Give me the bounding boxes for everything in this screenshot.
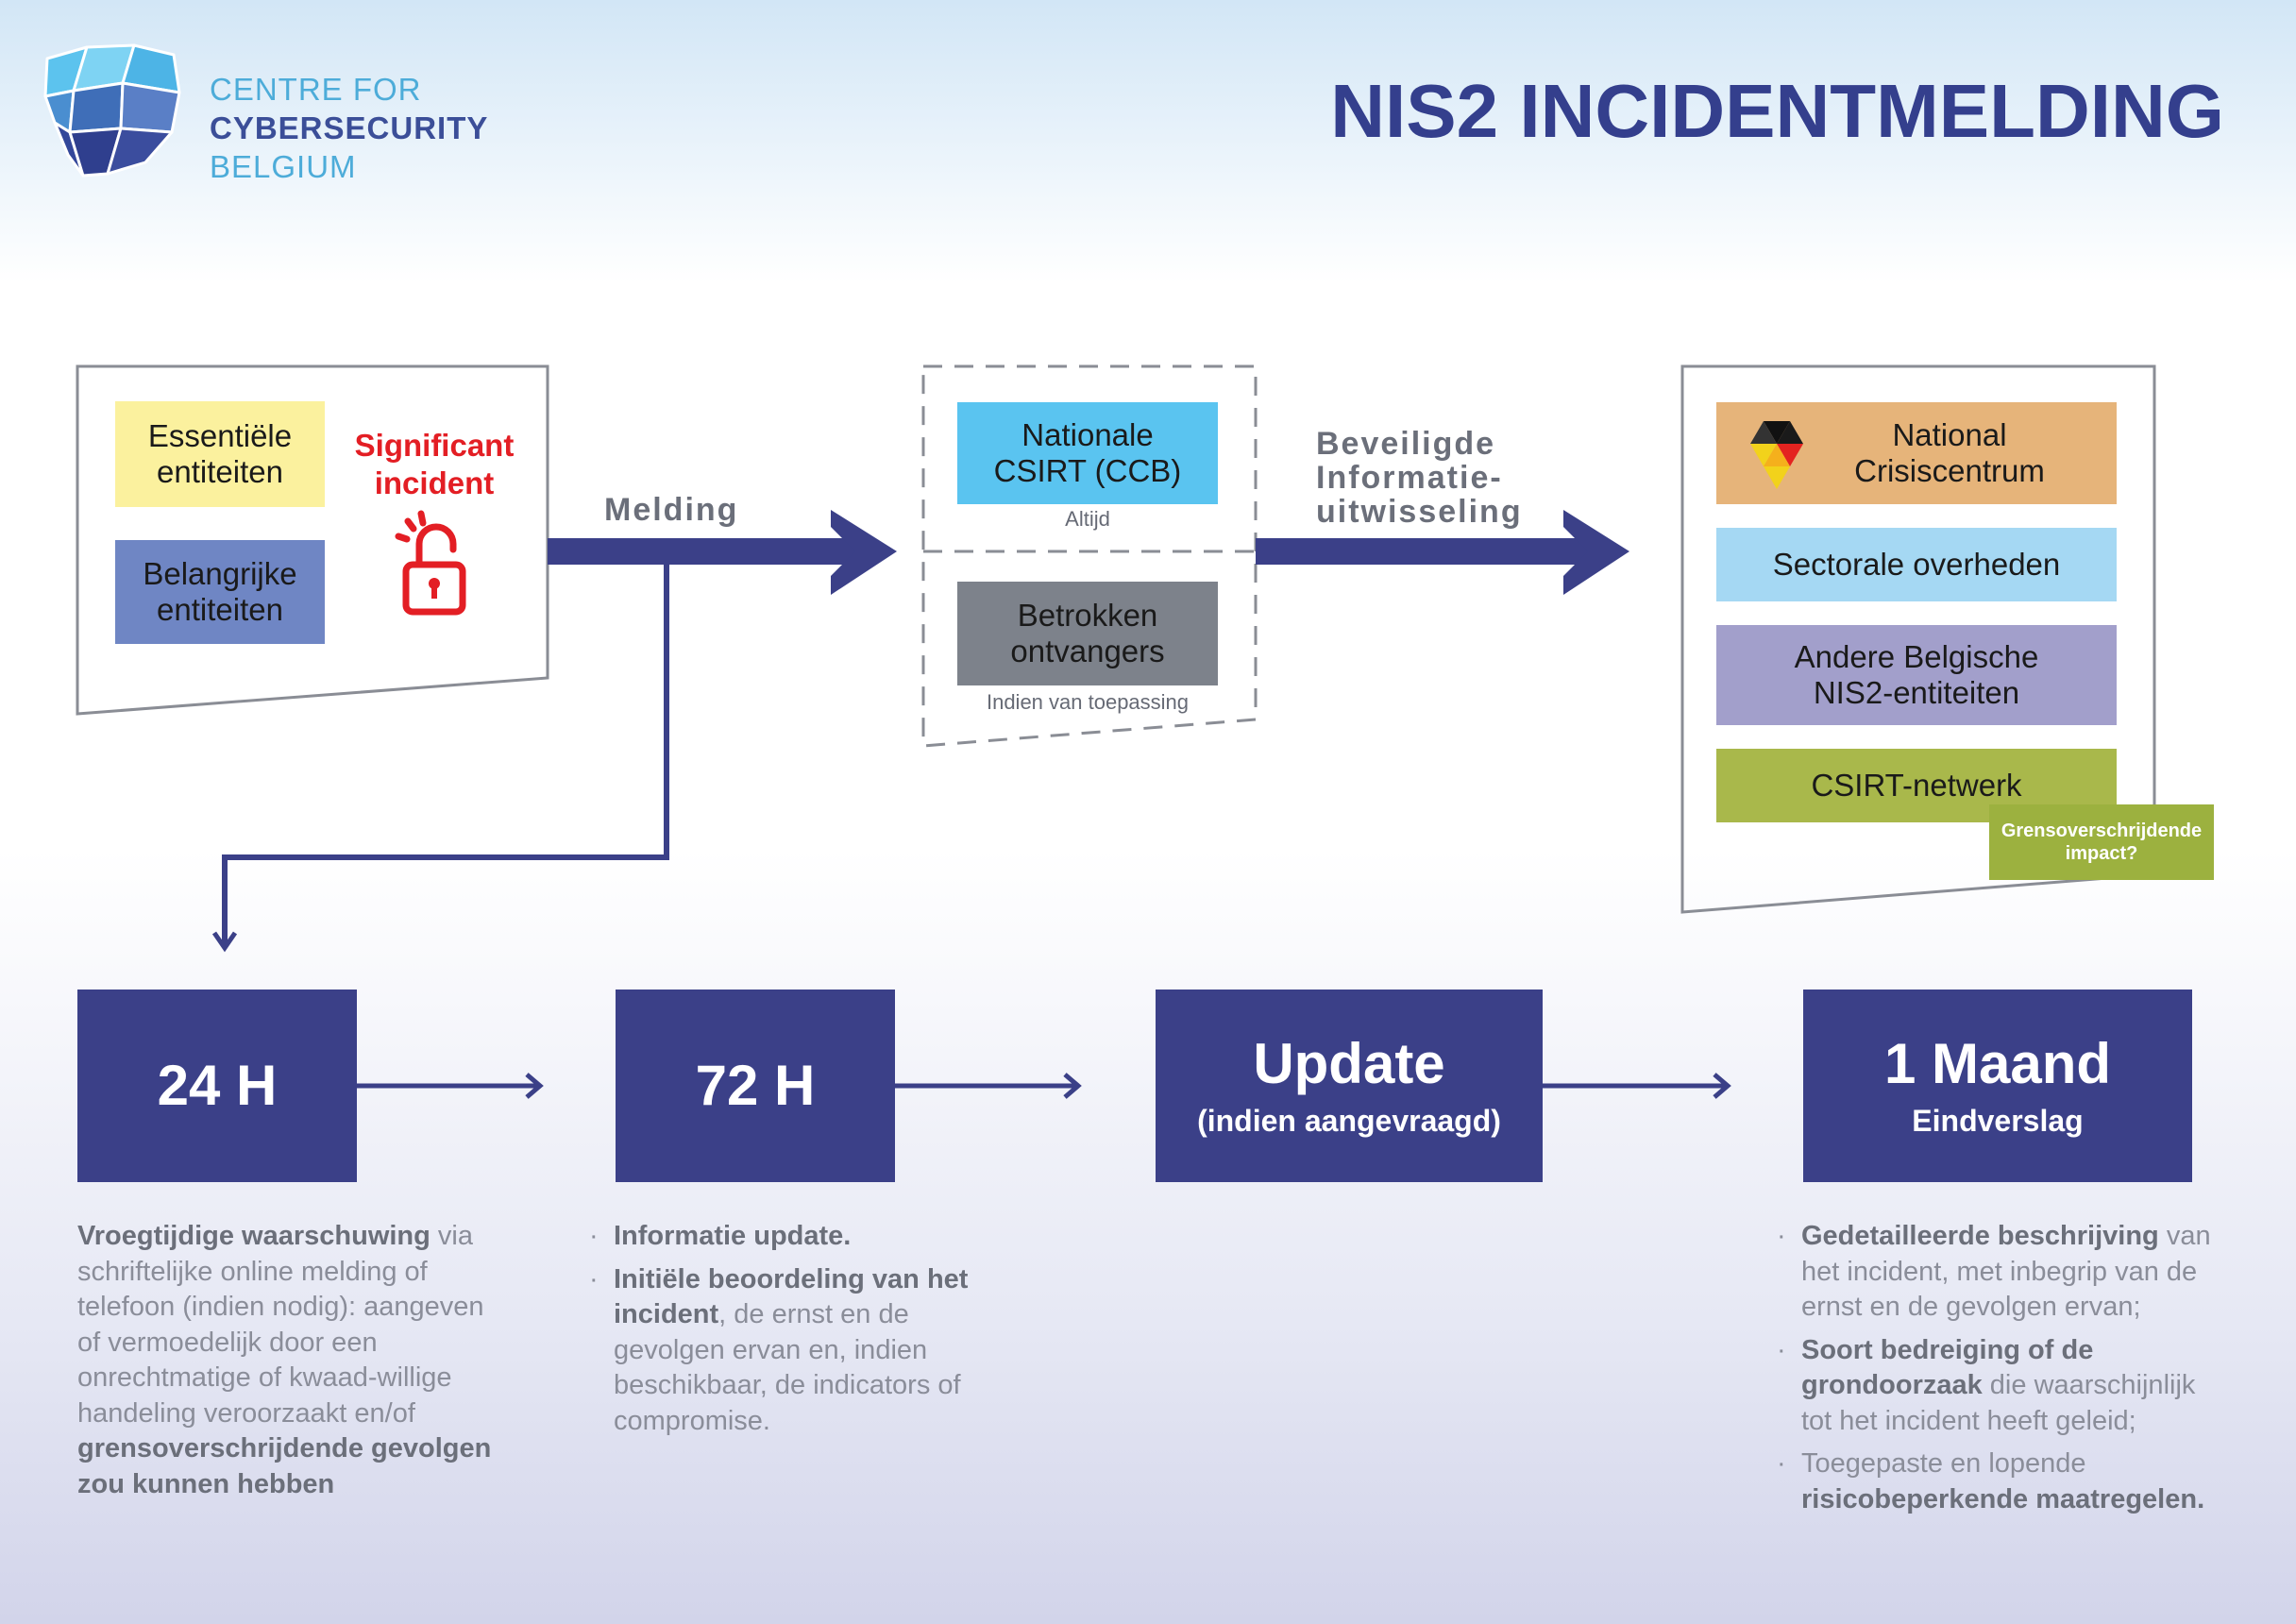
unlocked-padlock-icon	[395, 510, 466, 616]
list-item: ·Soort bedreiging of de grondoorzaak die…	[1777, 1334, 2196, 1436]
crisis-centre-box: National Crisiscentrum	[1716, 402, 2117, 504]
national-csirt-box: Nationale CSIRT (CCB)	[957, 402, 1218, 504]
desc-24h-bold-2: grensoverschrijdende gevolgen zou kunnen…	[77, 1433, 492, 1499]
belgian-flag-triangles-icon	[1750, 421, 1803, 489]
melding-arrow-head	[831, 510, 897, 595]
desc-24h-text: via schriftelijke online melding of tele…	[77, 1221, 484, 1429]
desc-month-item-1-text: van het incident, met inbegrip van de er…	[1801, 1221, 2211, 1322]
timeline-month-subtitle: Eindverslag	[1912, 1104, 2084, 1138]
list-item: ·Gedetailleerde beschrijving van het inc…	[1777, 1221, 2211, 1322]
exchange-label-line-1: Beveiligde	[1316, 426, 1496, 462]
csirt-note: Altijd	[1065, 507, 1110, 531]
desc-month: ·Gedetailleerde beschrijving van het inc…	[1777, 1219, 2220, 1525]
sectoral-authorities-box: Sectorale overheden	[1716, 528, 2117, 601]
important-entities-box: Belangrijke entiteiten	[115, 540, 325, 644]
sender-frame	[76, 364, 549, 716]
melding-label: Melding	[604, 492, 739, 528]
involved-note: Indien van toepassing	[986, 690, 1190, 714]
timeline-update-subtitle: (indien aangevraagd)	[1197, 1104, 1501, 1138]
timeline-box-update: Update (indien aangevraagd)	[1156, 990, 1543, 1182]
essential-entities-box: Essentiële entiteiten	[115, 401, 325, 507]
desc-72h: ·Informatie update. ·Initiële beoordelin…	[589, 1219, 995, 1446]
csirt-network-label: CSIRT-netwerk	[1811, 768, 2022, 803]
list-item: ·Initiële beoordeling van het incident, …	[589, 1263, 969, 1436]
desc-72h-item-2-bold: Initiële beoordeling van het incident	[614, 1263, 969, 1330]
crisis-centre-label: National Crisiscentrum	[1854, 417, 2045, 488]
sectoral-authorities-label: Sectorale overheden	[1772, 547, 2061, 582]
timeline-update-title: Update	[1253, 1032, 1445, 1095]
timeline-box-month: 1 Maand Eindverslag	[1803, 990, 2192, 1182]
timeline-month-title: 1 Maand	[1883, 1032, 2112, 1095]
desc-month-item-2-bold: Soort bedreiging of de grondoorzaak	[1801, 1334, 2094, 1401]
essential-entities-label: Essentiële entiteiten	[147, 418, 293, 489]
logo-line-3: BELGIUM	[210, 149, 357, 184]
other-nis2-box: Andere Belgische NIS2-entiteiten	[1716, 625, 2117, 725]
page-title: NIS2 INCIDENTMELDING	[1330, 69, 2224, 153]
important-entities-label: Belangrijke entiteiten	[143, 556, 297, 627]
significant-incident-label: Significant incident	[354, 428, 515, 500]
timeline-connector-head	[211, 931, 238, 953]
exchange-arrow-shaft	[1256, 538, 1592, 565]
exchange-label: Beveiligde Informatie- uitwisseling	[1316, 427, 1523, 529]
timeline-72h-title: 72 H	[695, 1054, 816, 1117]
list-item: ·Toegepaste en lopende risicobeperkende …	[1777, 1448, 2205, 1514]
logo-wordmark: CENTRE FOR CYBERSECURITY BELGIUM	[210, 70, 488, 186]
timeline-connector	[222, 565, 669, 946]
receiver-frame	[921, 364, 1258, 748]
desc-month-item-2-text: die waarschijnlijk tot het incident heef…	[1801, 1370, 2196, 1436]
logo-line-1: CENTRE FOR	[210, 72, 422, 107]
logo-line-2: CYBERSECURITY	[210, 110, 489, 145]
desc-72h-item-1: Informatie update.	[614, 1221, 852, 1251]
exchange-label-line-2: Informatie-	[1316, 460, 1503, 496]
desc-24h: Vroegtijdige waarschuwing via schrifteli…	[77, 1219, 493, 1502]
desc-month-item-3-bold: risicobeperkende maatregelen.	[1801, 1483, 2205, 1514]
exchange-label-line-3: uitwisseling	[1316, 494, 1523, 530]
desc-24h-bold-1: Vroegtijdige waarschuwing	[77, 1221, 430, 1251]
desc-month-item-3-text: Toegepaste en lopende	[1801, 1448, 2086, 1479]
ccb-logo	[43, 43, 181, 178]
desc-72h-item-2-text: , de ernst en de gevolgen ervan en, indi…	[614, 1299, 961, 1436]
timeline-box-24h: 24 H	[77, 990, 357, 1182]
cross-border-tag: Grensoverschrijdende impact?	[1989, 804, 2214, 880]
timeline-24h-title: 24 H	[157, 1054, 278, 1117]
desc-month-item-1-bold: Gedetailleerde beschrijving	[1801, 1221, 2159, 1251]
timeline-box-72h: 72 H	[616, 990, 895, 1182]
other-nis2-label: Andere Belgische NIS2-entiteiten	[1794, 639, 2039, 710]
exchange-arrow-head	[1563, 510, 1629, 595]
melding-arrow-shaft	[548, 538, 859, 565]
list-item: ·Informatie update.	[589, 1221, 852, 1251]
involved-recipients-box: Betrokken ontvangers	[957, 582, 1218, 685]
involved-recipients-label: Betrokken ontvangers	[1010, 598, 1165, 668]
national-csirt-label: Nationale CSIRT (CCB)	[993, 417, 1182, 488]
